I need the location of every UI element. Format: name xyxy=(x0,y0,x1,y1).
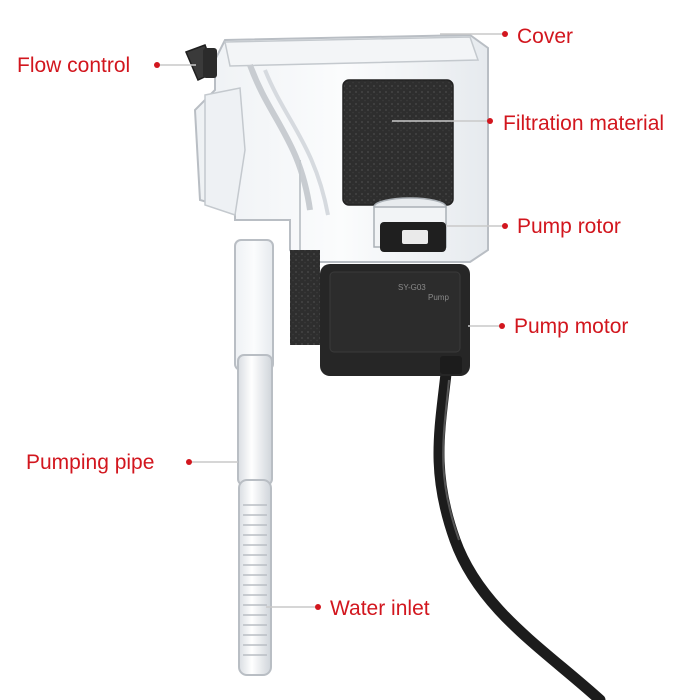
motor-type-text: Pump xyxy=(428,293,449,302)
water-inlet-grille xyxy=(243,504,267,656)
label-pumping-pipe: Pumping pipe xyxy=(26,451,155,474)
power-cable xyxy=(433,359,606,700)
label-water-inlet: Water inlet xyxy=(330,597,430,620)
pump-rotor xyxy=(373,197,447,252)
label-flow-control: Flow control xyxy=(17,54,131,77)
pumping-pipe xyxy=(234,239,274,676)
filtration-sponge xyxy=(342,79,454,206)
leader-lines xyxy=(160,33,503,608)
cable-highlight xyxy=(442,379,460,541)
lower-sponge xyxy=(290,250,320,345)
flow-control-knob xyxy=(184,44,217,82)
label-pump-motor: Pump motor xyxy=(514,315,629,338)
label-pump-rotor: Pump rotor xyxy=(517,215,621,238)
label-filtration-material: Filtration material xyxy=(503,112,665,135)
leader-dots xyxy=(154,31,508,610)
pump-motor xyxy=(320,264,470,376)
label-cover: Cover xyxy=(517,25,574,48)
motor-model-text: SY-G03 xyxy=(398,283,426,292)
